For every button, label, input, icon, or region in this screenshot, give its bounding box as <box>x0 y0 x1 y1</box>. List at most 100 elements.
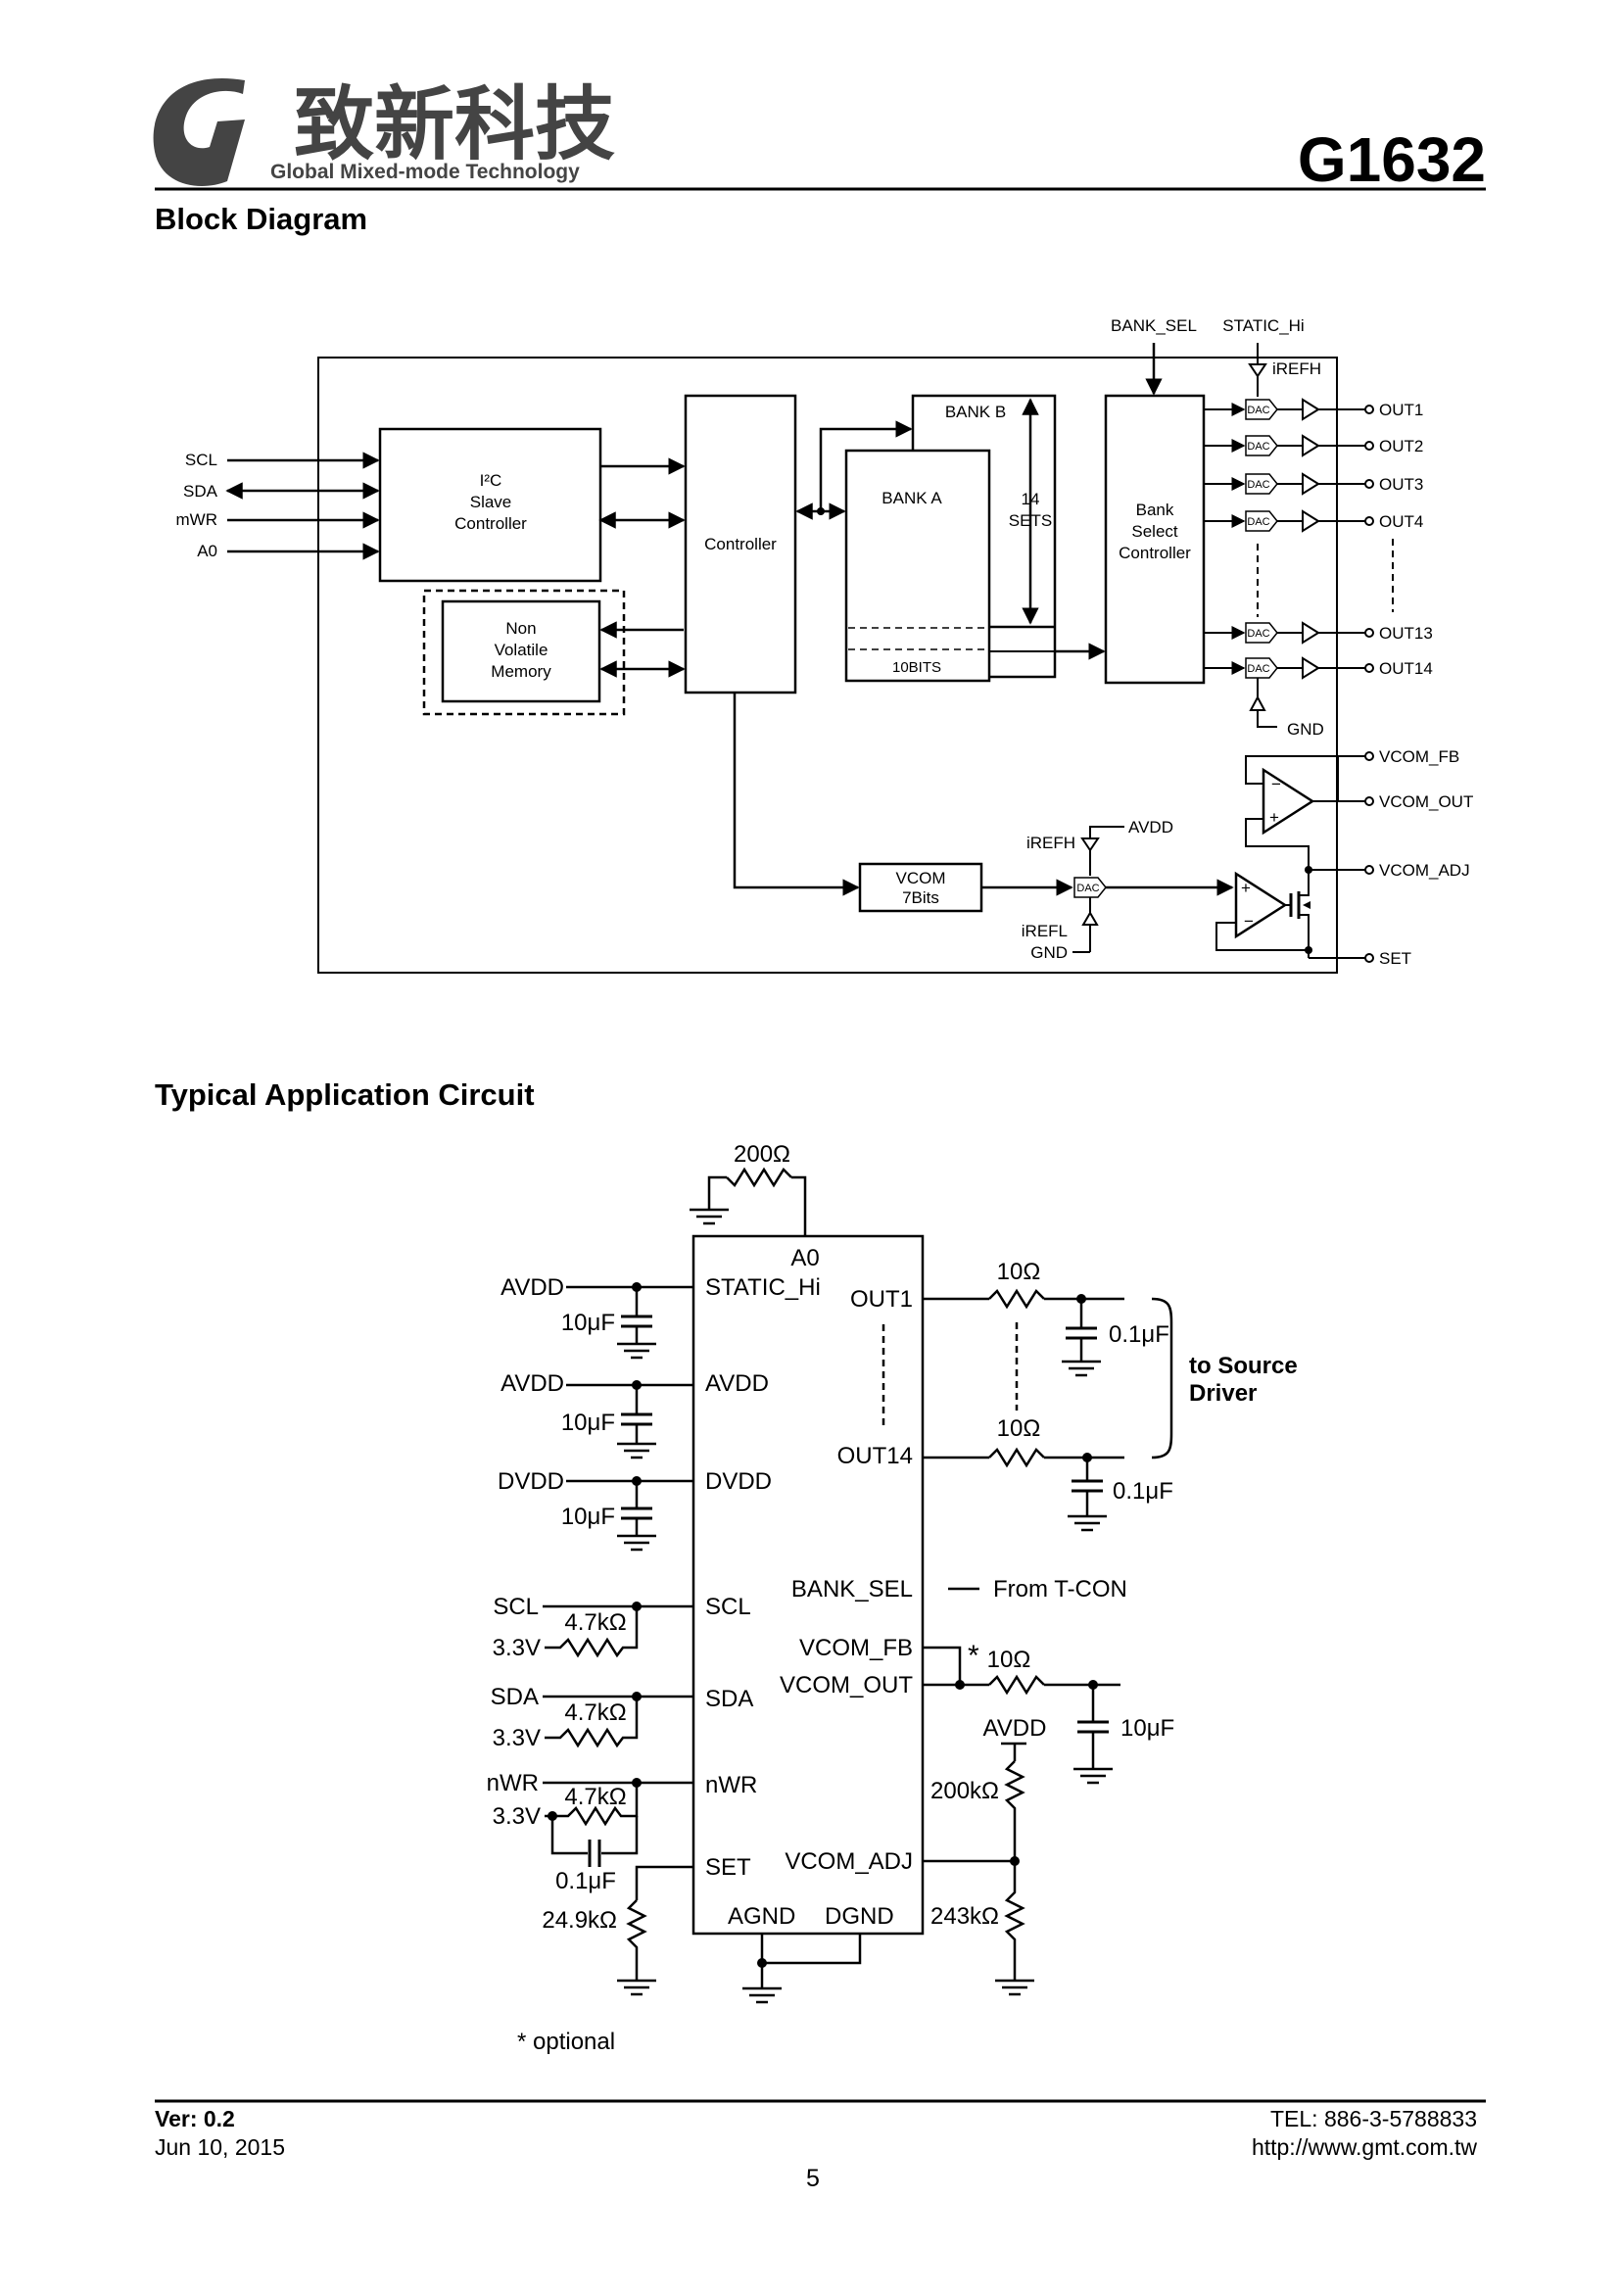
pin-bank-sel: BANK_SEL <box>1111 316 1197 335</box>
svg-text:BANK_SEL: BANK_SEL <box>791 1576 913 1602</box>
svg-text:iREFH: iREFH <box>1272 359 1321 378</box>
company-logo: 致新科技 Global Mixed-mode Technology <box>153 78 615 186</box>
svg-text:0.1μF: 0.1μF <box>555 1868 616 1894</box>
svg-text:Controller: Controller <box>704 535 777 553</box>
pin-static-hi: STATIC_Hi <box>1222 316 1304 335</box>
svg-text:10μF: 10μF <box>561 1504 615 1530</box>
pin-set: SET <box>1379 949 1411 968</box>
svg-text:243kΩ: 243kΩ <box>930 1903 999 1930</box>
svg-text:4.7kΩ: 4.7kΩ <box>564 1609 626 1636</box>
svg-text:4.7kΩ: 4.7kΩ <box>564 1699 626 1726</box>
svg-text:Bank: Bank <box>1136 501 1174 519</box>
out14: OUT14 <box>1379 659 1433 678</box>
svg-text:DAC: DAC <box>1247 663 1269 675</box>
application-circuit: A0 STATIC_Hi AVDD DVDD SCL SDA nWR SET A… <box>487 1141 1298 2055</box>
svg-text:SDA: SDA <box>705 1686 753 1712</box>
svg-text:From T-CON: From T-CON <box>993 1576 1127 1602</box>
pin-vcom-adj: VCOM_ADJ <box>1379 861 1470 880</box>
bank-a <box>844 449 991 683</box>
svg-text:AVDD: AVDD <box>500 1370 564 1397</box>
svg-text:BANK B: BANK B <box>945 403 1006 421</box>
svg-text:I²C: I²C <box>480 471 502 490</box>
svg-text:SCL: SCL <box>705 1594 751 1620</box>
out1: OUT1 <box>1379 401 1423 419</box>
bank-select-controller <box>1104 394 1206 685</box>
svg-text:10Ω: 10Ω <box>997 1415 1041 1442</box>
svg-text:0.1μF: 0.1μF <box>1109 1321 1169 1348</box>
svg-text:SDA: SDA <box>491 1684 539 1710</box>
svg-text:VCOM_ADJ: VCOM_ADJ <box>785 1848 913 1875</box>
out4: OUT4 <box>1379 512 1423 531</box>
vcom-7bits <box>858 862 983 913</box>
input-sda: SDA <box>183 482 218 501</box>
svg-text:AVDD: AVDD <box>1128 818 1173 837</box>
svg-text:200Ω: 200Ω <box>734 1141 790 1168</box>
svg-text:Controller: Controller <box>454 514 527 533</box>
logo-chinese: 致新科技 <box>294 78 615 171</box>
svg-text:3.3V: 3.3V <box>493 1635 541 1661</box>
svg-text:Slave: Slave <box>470 493 512 511</box>
svg-text:200kΩ: 200kΩ <box>930 1778 999 1804</box>
svg-text:DVDD: DVDD <box>498 1468 564 1495</box>
svg-text:VCOM: VCOM <box>896 869 946 887</box>
svg-text:OUT1: OUT1 <box>850 1286 913 1313</box>
svg-text:AVDD: AVDD <box>983 1715 1047 1742</box>
svg-text:Select: Select <box>1131 522 1178 541</box>
input-mwr: mWR <box>176 510 217 529</box>
svg-text:OUT14: OUT14 <box>837 1443 913 1469</box>
output-rows: DAC OUT1 DAC OUT2 DAC OUT3 DA <box>1204 399 1433 679</box>
footer-version: Ver: 0.2 <box>155 2106 235 2131</box>
block-diagram-title: Block Diagram <box>155 202 367 236</box>
pin-vcom-fb: VCOM_FB <box>1379 747 1459 766</box>
footer-url[interactable]: http://www.gmt.com.tw <box>1252 2134 1477 2160</box>
controller-block <box>684 394 797 694</box>
svg-text:BANK A: BANK A <box>881 489 942 507</box>
logo-mark <box>153 78 245 186</box>
svg-text:VCOM_OUT: VCOM_OUT <box>780 1672 913 1698</box>
page-number: 5 <box>806 2165 820 2192</box>
out3: OUT3 <box>1379 475 1423 494</box>
svg-text:10Ω: 10Ω <box>987 1647 1031 1673</box>
svg-text:DAC: DAC <box>1247 479 1269 491</box>
svg-text:GND: GND <box>1030 943 1068 962</box>
svg-text:nWR: nWR <box>705 1772 757 1798</box>
svg-text:24.9kΩ: 24.9kΩ <box>542 1907 617 1934</box>
svg-text:A0: A0 <box>790 1245 819 1271</box>
svg-text:Non: Non <box>505 619 536 638</box>
svg-text:AVDD: AVDD <box>500 1274 564 1301</box>
svg-text:Controller: Controller <box>1119 544 1191 562</box>
svg-text:DVDD: DVDD <box>705 1468 772 1495</box>
optional-note: * optional <box>517 2029 615 2055</box>
svg-text:nWR: nWR <box>487 1770 539 1796</box>
part-number: G1632 <box>1298 124 1486 195</box>
svg-text:*: * <box>968 1640 979 1672</box>
svg-text:DGND: DGND <box>825 1903 894 1930</box>
svg-text:STATIC_Hi: STATIC_Hi <box>705 1274 821 1301</box>
input-scl: SCL <box>185 451 217 469</box>
footer-date: Jun 10, 2015 <box>155 2134 285 2160</box>
app-circuit-title: Typical Application Circuit <box>155 1077 535 1112</box>
svg-text:3.3V: 3.3V <box>493 1803 541 1830</box>
svg-text:10μF: 10μF <box>561 1410 615 1436</box>
svg-text:AGND: AGND <box>728 1903 795 1930</box>
non-volatile-memory <box>441 599 601 703</box>
svg-text:to Source: to Source <box>1189 1353 1298 1379</box>
svg-text:10μF: 10μF <box>1120 1715 1174 1742</box>
vcom-adj-amp <box>1234 871 1288 939</box>
svg-text:GND: GND <box>1287 720 1324 739</box>
svg-text:iREFL: iREFL <box>1022 922 1068 940</box>
svg-text:Driver: Driver <box>1189 1380 1257 1407</box>
svg-text:10BITS: 10BITS <box>892 659 941 676</box>
svg-text:−: − <box>1244 912 1254 931</box>
logo-english: Global Mixed-mode Technology <box>270 161 580 183</box>
chip-outline <box>317 357 1338 974</box>
svg-text:DAC: DAC <box>1247 516 1269 528</box>
svg-text:SETS: SETS <box>1009 511 1052 530</box>
input-a0: A0 <box>197 542 217 560</box>
svg-text:DAC: DAC <box>1247 441 1269 453</box>
out2: OUT2 <box>1379 437 1423 455</box>
pin-vcom-out: VCOM_OUT <box>1379 792 1473 811</box>
block-diagram: SCL SDA mWR A0 I²C Slave Controller Non … <box>176 316 1473 974</box>
footer-tel: TEL: 886-3-5788833 <box>1270 2106 1477 2131</box>
